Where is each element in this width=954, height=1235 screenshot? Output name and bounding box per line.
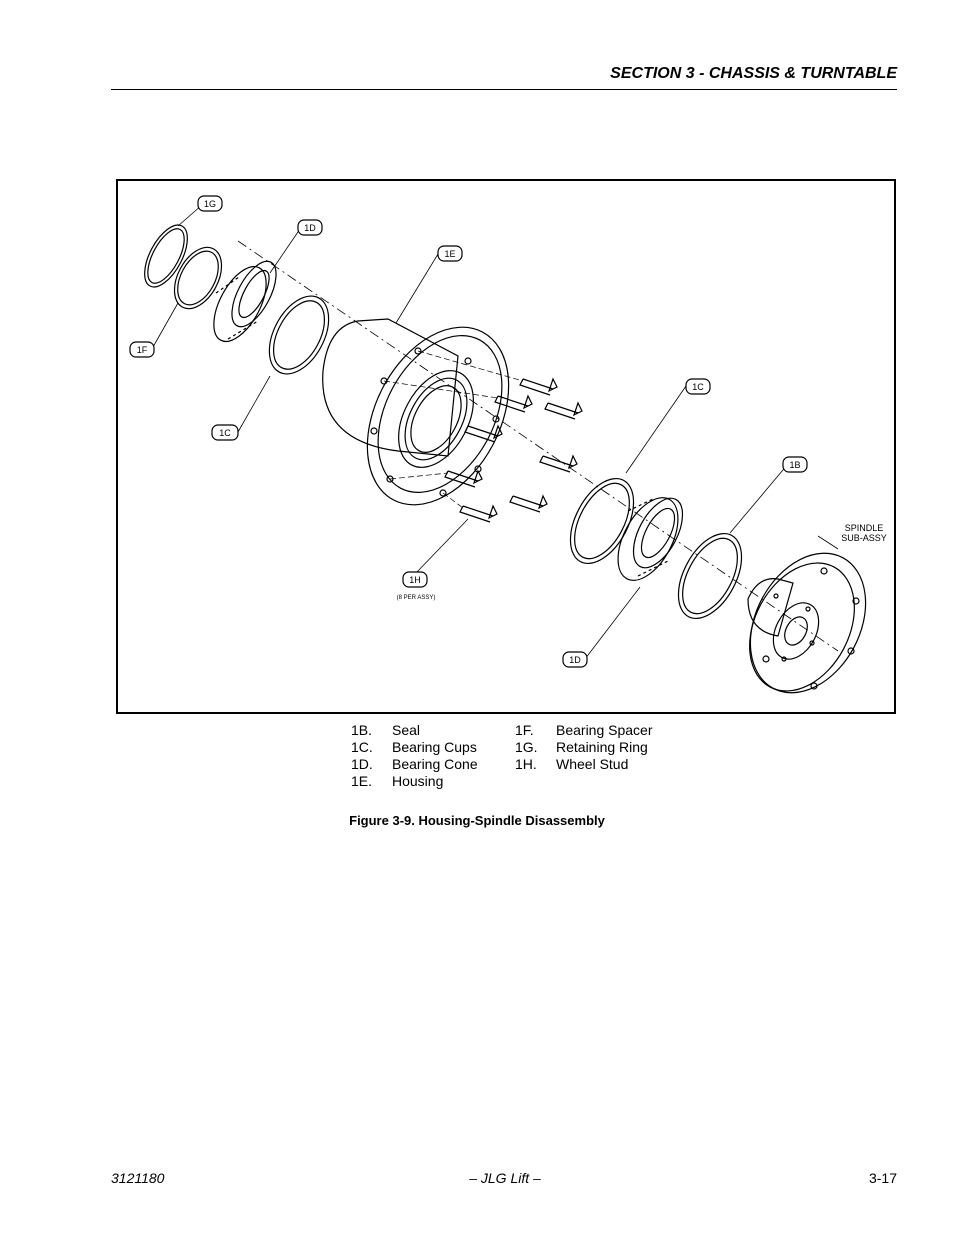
bearing-cone-bottom-part (617, 497, 684, 581)
legend-name: Retaining Ring (556, 739, 648, 755)
figure-caption: Figure 3-9. Housing-Spindle Disassembly (349, 813, 605, 828)
footer-doc-number: 3121180 (111, 1170, 165, 1186)
callout-1c-left: 1C (211, 424, 239, 441)
legend-name: Wheel Stud (556, 756, 629, 772)
svg-text:1B: 1B (789, 460, 800, 470)
svg-text:1D: 1D (569, 655, 581, 665)
svg-text:SUB-ASSY: SUB-ASSY (841, 533, 887, 543)
callout-1g: 1G (197, 195, 223, 212)
legend-item: 1D. Bearing Cone (351, 756, 478, 773)
legend-name: Bearing Cone (392, 756, 478, 772)
legend-item: 1G. Retaining Ring (515, 739, 653, 756)
svg-text:1E: 1E (444, 249, 455, 259)
legend-item: 1C. Bearing Cups (351, 739, 478, 756)
legend-column-2: 1F. Bearing Spacer 1G. Retaining Ring 1H. W… (515, 722, 653, 773)
seal-part (677, 532, 743, 620)
legend-name: Bearing Spacer (556, 722, 653, 738)
legend-item: 1H. Wheel Stud (515, 756, 653, 773)
callout-1d-top: 1D (297, 219, 323, 236)
leader-lines (152, 204, 839, 660)
svg-text:1F: 1F (137, 345, 148, 355)
wheel-studs-part (383, 350, 583, 523)
bearing-spacer-part (173, 246, 223, 310)
legend-code: 1F. (515, 722, 534, 738)
footer-publisher: – JLG Lift – (469, 1170, 541, 1186)
figure-frame: 1G 1D 1E 1F 1C 1C 1B SPINDLE SUB-ASSY (116, 179, 896, 714)
legend-name: Seal (392, 722, 421, 738)
svg-text:1C: 1C (219, 428, 231, 438)
svg-text:1C: 1C (692, 382, 704, 392)
callout-1e: 1E (437, 245, 463, 262)
legend-code: 1D. (351, 756, 373, 772)
callout-spindle-label: SPINDLE SUB-ASSY (841, 523, 887, 543)
svg-text:1G: 1G (204, 199, 216, 209)
bearing-cup-right-part (569, 477, 635, 565)
legend-code: 1C. (351, 739, 373, 755)
callout-1h-note: (8 PER ASSY) (397, 595, 436, 601)
exploded-diagram: 1G 1D 1E 1F 1C 1C 1B SPINDLE SUB-ASSY (129, 195, 887, 694)
legend-code: 1E. (351, 773, 373, 789)
svg-text:1H: 1H (409, 575, 421, 585)
legend-item: 1F. Bearing Spacer (515, 722, 653, 739)
center-axis (237, 240, 839, 652)
housing-part (322, 318, 510, 506)
legend-code: 1B. (351, 722, 373, 738)
spindle-sub-assembly-part (747, 552, 867, 694)
svg-text:SPINDLE: SPINDLE (845, 523, 884, 533)
callout-1c-right: 1C (685, 378, 711, 395)
header-rule (111, 89, 897, 90)
retaining-ring-part (144, 224, 188, 288)
bearing-cup-left-part (268, 295, 330, 375)
footer-page-number: 3-17 (868, 1170, 897, 1186)
callout-1d-bottom: 1D (562, 651, 588, 668)
legend-item: 1E. Housing (351, 773, 478, 790)
callout-1h: 1H (8 PER ASSY) (397, 571, 436, 601)
section-title: SECTION 3 - CHASSIS & TURNTABLE (610, 65, 897, 82)
legend-column-1: 1B.Seal 1C.Bearing Cups 1D.Bearing Cone … (351, 722, 478, 790)
svg-text:1D: 1D (304, 223, 316, 233)
legend-code: 1G. (515, 739, 538, 755)
legend-item: 1B. Seal (351, 722, 478, 739)
legend-name: Housing (392, 773, 444, 789)
legend-code: 1H. (515, 756, 537, 772)
legend-name: Bearing Cups (392, 739, 477, 755)
bearing-cone-top-part (213, 260, 277, 342)
callout-1b: 1B (782, 456, 808, 473)
callout-1f: 1F (129, 341, 155, 358)
